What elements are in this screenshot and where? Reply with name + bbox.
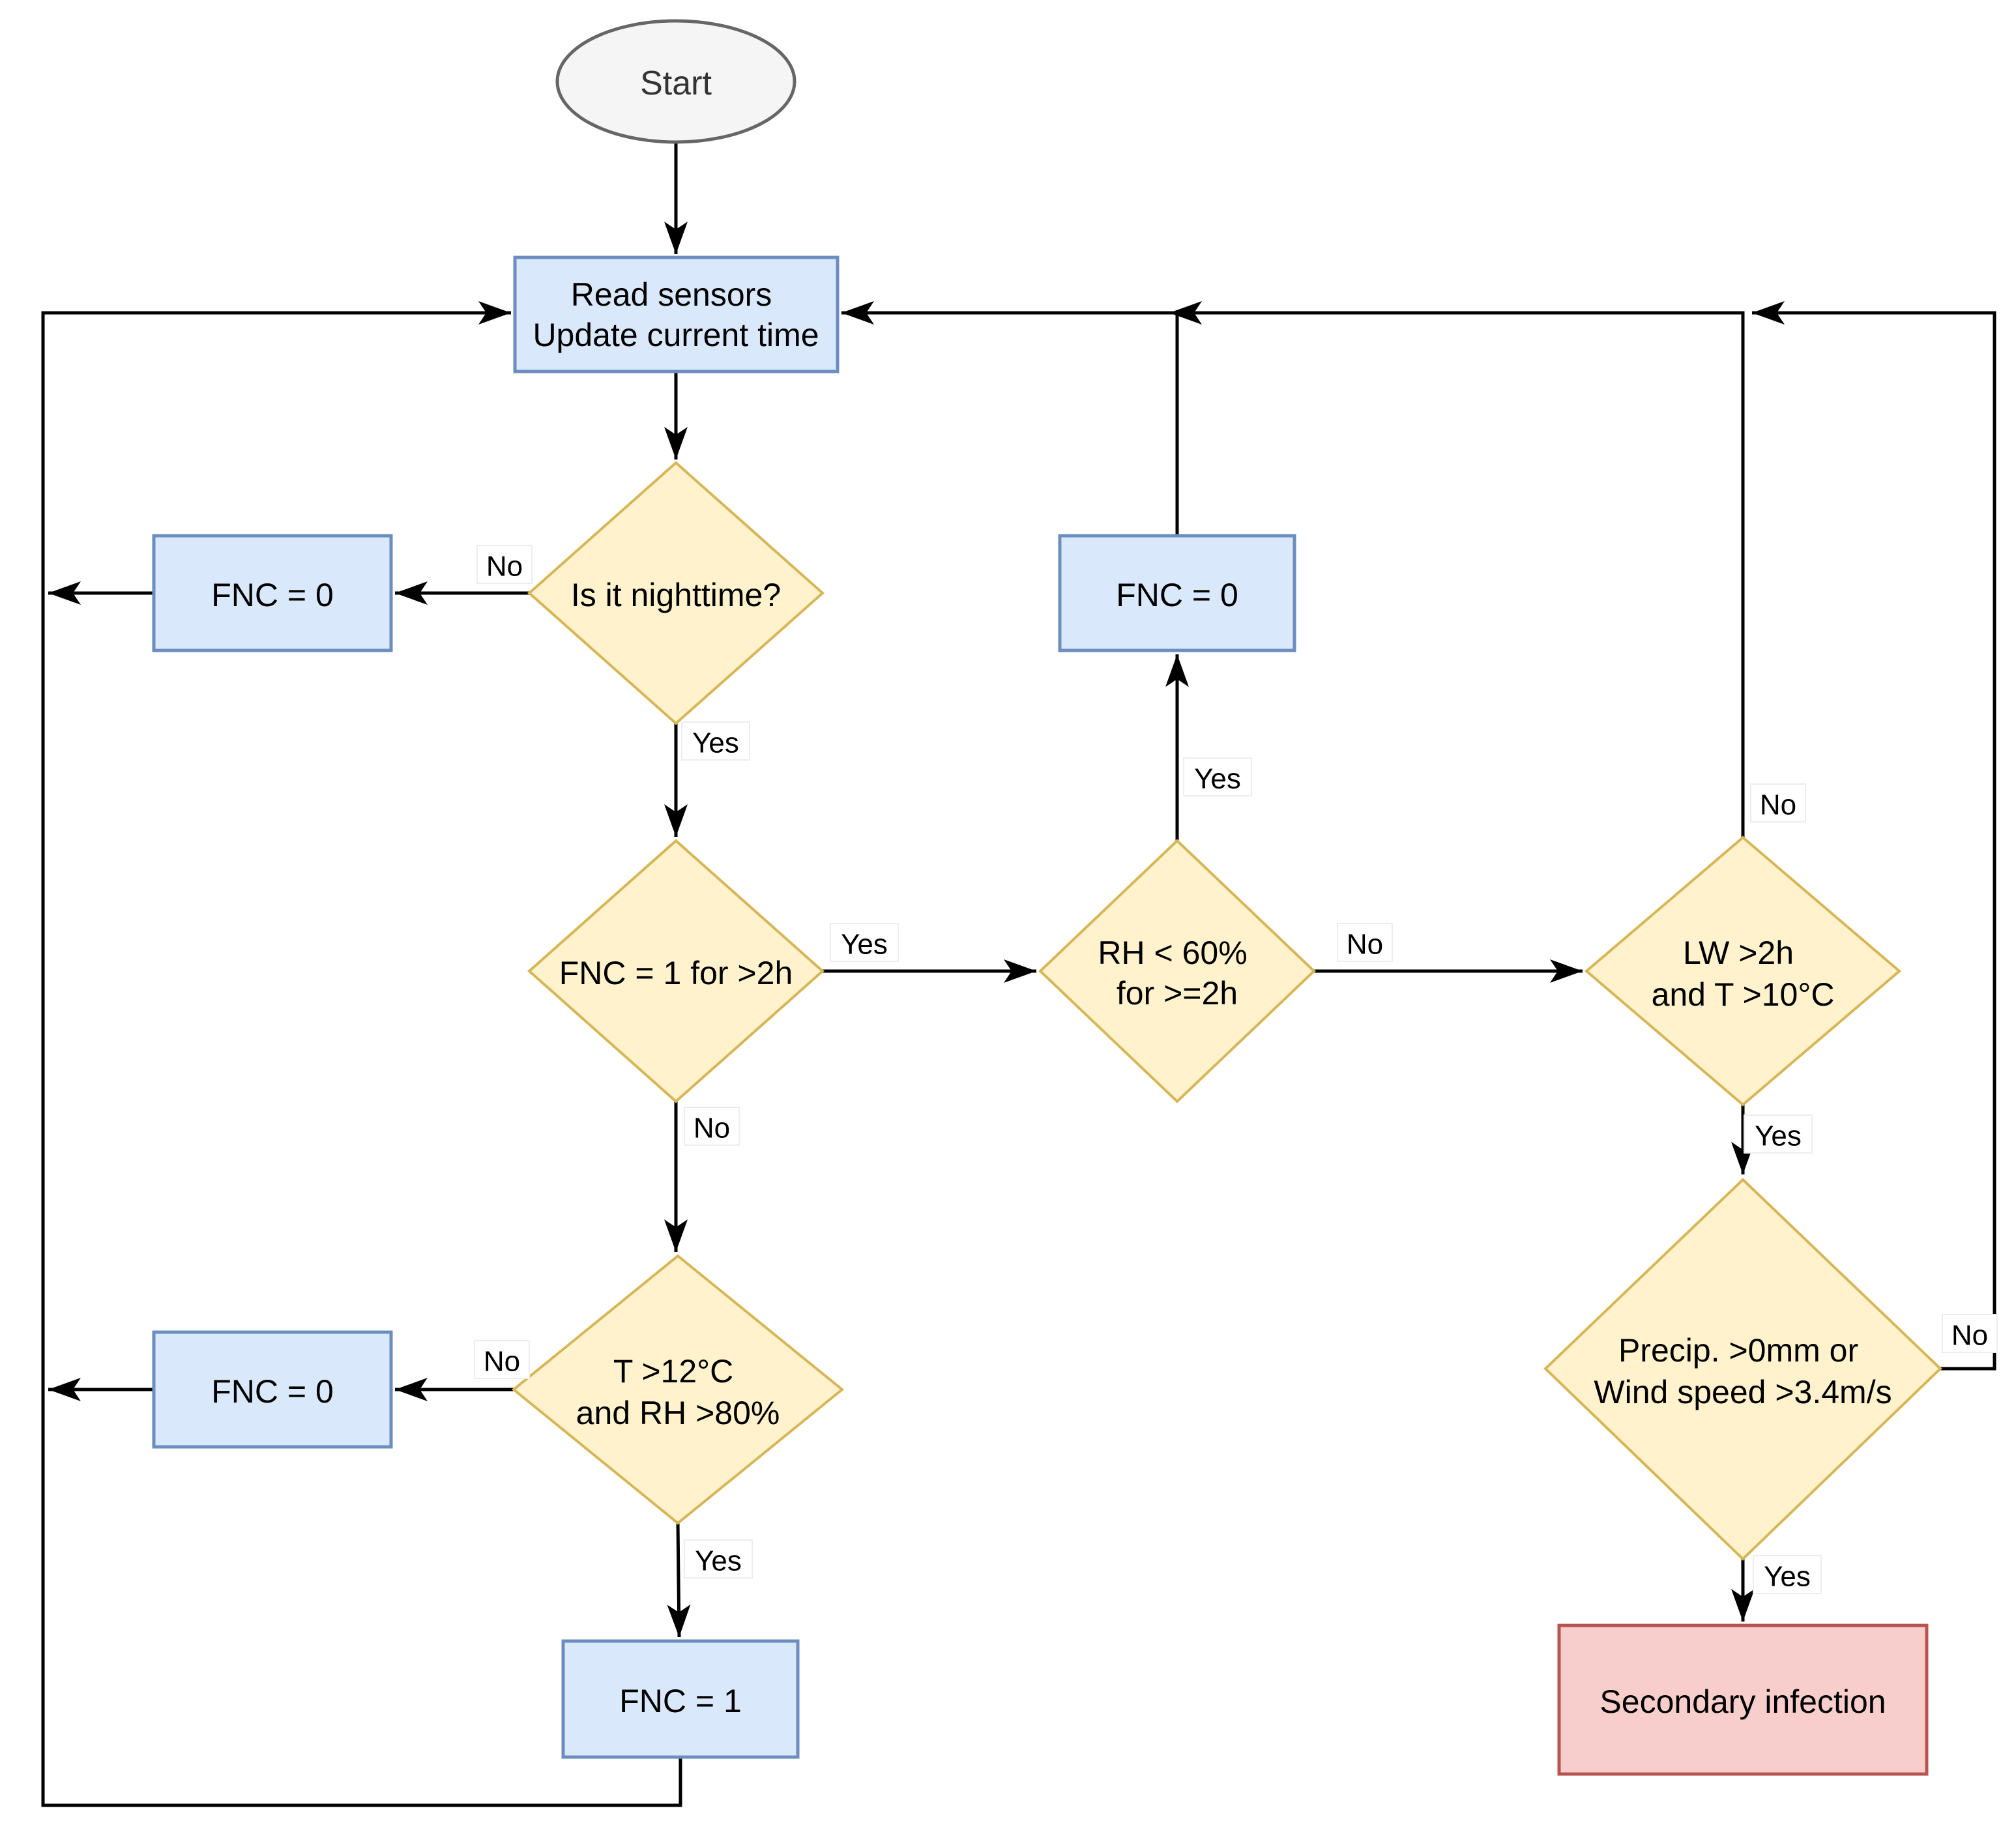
edge-label-is-nighttime-yes: Yes (681, 721, 750, 761)
edge-label-t-over-12-yes: Yes (684, 1539, 753, 1579)
process-fnc1 (561, 1639, 800, 1759)
label-text: No (1347, 929, 1383, 961)
edge-lw-no-to-read (1169, 301, 1745, 837)
edges (41, 141, 1996, 1807)
is-nighttime-label: Is it nighttime? (571, 577, 781, 613)
edge-label-lw-over-2h-yes: Yes (1744, 1114, 1813, 1154)
decision-rh-below-60 (1038, 839, 1316, 1103)
process-fnc0-middle (1058, 534, 1296, 652)
fnc0-bottom-left-label: FNC = 0 (211, 1373, 334, 1410)
process-fnc0-top-left (152, 534, 393, 652)
precip-or-wind-label: Precip. >0mm or Wind speed >3.4m/s (1594, 1332, 1892, 1410)
label-text: Yes (692, 727, 739, 759)
nodes: Start Read sensors Update current time I… (152, 19, 1942, 1776)
label-text: No (484, 1346, 520, 1378)
edge-fnc1-loop-to-read (41, 301, 682, 1807)
process-fnc0-bottom-left (152, 1330, 393, 1449)
edge-precip-no-to-read (1752, 301, 1996, 1371)
label-text: Yes (1194, 763, 1241, 795)
label-text: Yes (695, 1545, 742, 1577)
decision-is-nighttime (527, 461, 825, 725)
edge-labels: No Yes Yes No Yes No No Yes (474, 545, 1998, 1594)
decision-lw-over-2h (1584, 836, 1902, 1107)
edge-label-fnc1-for-2h-yes: Yes (830, 923, 899, 962)
fnc0-middle-label: FNC = 0 (1116, 577, 1238, 613)
edge-label-t-over-12-no: No (474, 1340, 530, 1379)
decision-precip-or-wind (1543, 1178, 1942, 1561)
lw-over-2h-label: LW >2h and T >10°C (1652, 935, 1835, 1013)
rh-below-60-label: RH < 60% for >=2h (1098, 935, 1256, 1012)
start-terminator (555, 19, 796, 144)
edge-fnc0-middle-to-read (841, 301, 1179, 536)
start-label: Start (640, 65, 712, 102)
decision-t-over-12 (511, 1254, 845, 1525)
edge-label-lw-over-2h-no: No (1750, 783, 1806, 822)
fnc1-label: FNC = 1 (619, 1683, 742, 1719)
fnc0-top-left-label: FNC = 0 (211, 577, 334, 613)
edge-label-rh-below-60-no: No (1337, 923, 1393, 962)
label-text: Yes (841, 929, 888, 961)
edge-label-rh-below-60-yes: Yes (1183, 757, 1252, 796)
edge-t12-yes (667, 1522, 691, 1638)
edge-label-precip-or-wind-yes: Yes (1753, 1555, 1822, 1594)
edge-label-precip-or-wind-no: No (1942, 1314, 1998, 1353)
label-text: No (1760, 789, 1796, 821)
label-text: No (694, 1113, 730, 1144)
t-over-12-label: T >12°C and RH >80% (576, 1353, 780, 1431)
label-text: No (486, 551, 523, 583)
label-text: Yes (1764, 1561, 1811, 1593)
read-sensors-label: Read sensors Update current time (533, 276, 819, 353)
label-text: No (1951, 1320, 1988, 1352)
secondary-infection-label: Secondary infection (1600, 1683, 1886, 1720)
edge-label-fnc1-for-2h-no: No (684, 1107, 740, 1146)
terminal-secondary-infection (1557, 1623, 1929, 1776)
fnc1-for-2h-label: FNC = 1 for >2h (559, 955, 793, 991)
process-read-sensors (513, 255, 840, 373)
edge-label-is-nighttime-no: No (476, 545, 533, 584)
label-text: Yes (1755, 1120, 1802, 1152)
decision-fnc1-for-2h (527, 839, 825, 1103)
